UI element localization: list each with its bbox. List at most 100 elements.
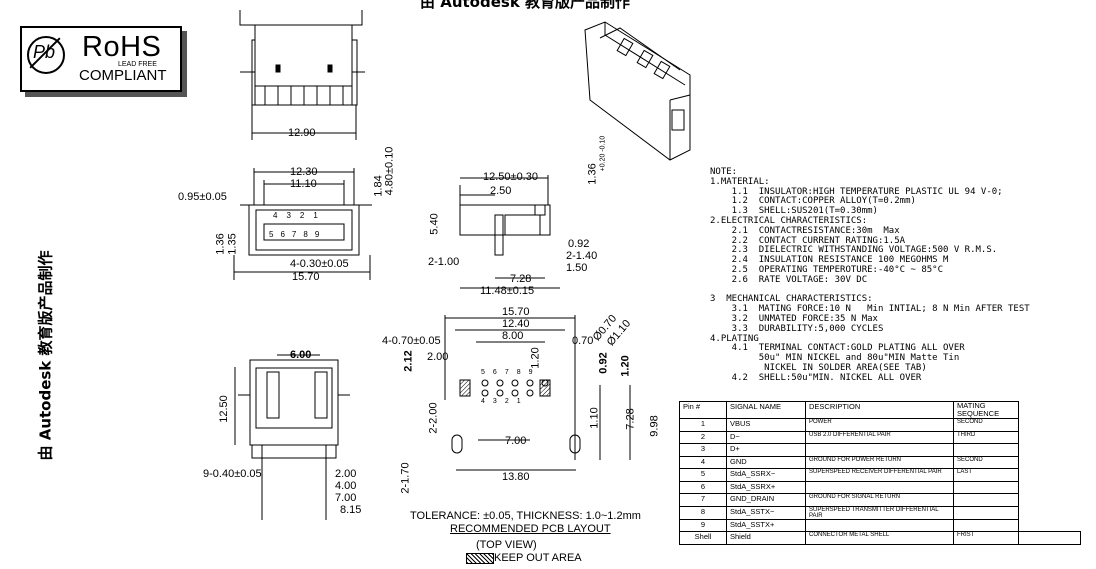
table-cell [953, 505, 1019, 520]
dim-label: 2-1.70 [399, 462, 412, 494]
table-cell: FRIST [953, 531, 1019, 545]
pcb-layout-title: RECOMMENDED PCB LAYOUT [450, 523, 611, 535]
table-cell: POWER [805, 418, 954, 432]
column-header: DESCRIPTION [805, 401, 954, 419]
pin-number: 9 [314, 230, 327, 239]
dim-label: 11.10 [290, 178, 317, 190]
pcb-pin-numbers-bottom: 4321 [481, 398, 529, 405]
note-line: 1.1 INSULATOR:HIGH TEMPERATURE PLASTIC U… [710, 186, 1003, 197]
note-line: 2.1 CONTACTRESISTANCE:30m Max [710, 225, 900, 236]
isometric-view [584, 21, 691, 161]
pcb-pin-number: 4 [481, 398, 493, 405]
table-cell: 6 [679, 480, 727, 494]
table-header-row: Pin # SIGNAL NAME DESCRIPTION MATING SEQ… [679, 401, 1081, 419]
dim-label: 1.10 [588, 407, 601, 429]
column-header: Pin # [679, 401, 727, 419]
keep-out-label: KEEP OUT AREA [494, 552, 582, 564]
notes: NOTE:1.MATERIAL: 1.1 INSULATOR:HIGH TEMP… [710, 167, 1030, 384]
table-cell: StdA_SSRX+ [726, 480, 806, 494]
dim-label: 0.70 [572, 335, 594, 347]
dim-label: 15.70 [292, 271, 320, 283]
dim-label: 7.00 [335, 492, 357, 504]
note-line: 1.2 CONTACT:COPPER ALLOY(T=0.2mm) [710, 196, 916, 207]
note-line: 3 MECHANICAL CHARACTERISTICS: [710, 294, 873, 305]
table-cell: USB 2.0 DIFFERENTIAL PAIR [805, 430, 954, 444]
table-cell: StdA_SSTX− [726, 505, 806, 520]
table-cell [953, 443, 1019, 457]
pin-number: 3 [286, 211, 300, 220]
note-line: 3.2 UNMATED FORCE:35 N Max [710, 313, 878, 324]
dim-label: 12.50±0.30 [483, 171, 538, 183]
hatch-swatch-icon [466, 552, 494, 564]
dim-label: 13.80 [502, 471, 530, 483]
dim-label: 2.50 [490, 185, 512, 197]
pcb-pin-number: 9 [528, 369, 541, 376]
pin-number: 2 [299, 211, 314, 220]
top-view-label: (TOP VIEW) [476, 539, 537, 551]
dim-label: 2.12 [402, 350, 415, 372]
pin-number: 5 [269, 230, 281, 239]
rohs-lead-free: LEAD FREE [118, 61, 157, 68]
table-cell [805, 518, 954, 532]
dim-label: 2-1.40 [566, 250, 598, 262]
rohs-compliant: COMPLIANT [79, 67, 167, 84]
pin-number: 6 [280, 230, 292, 239]
column-header: SIGNAL NAME [726, 401, 806, 419]
dim-label: 9-0.40±0.05 [203, 468, 262, 480]
table-cell: GND_DRAIN [726, 493, 806, 507]
dim-label: 1.35 [226, 233, 239, 255]
dim-label: 9.98 [648, 415, 661, 437]
dim-label: 12.50 [217, 395, 230, 423]
dim-label: 4-0.70±0.05 [382, 335, 441, 347]
dim-label: 6.00 [290, 349, 312, 361]
pin-numbers-top: 4321 [273, 211, 327, 220]
table-cell: 7 [679, 493, 727, 507]
dim-label: 11.48±0.15 [480, 285, 535, 297]
table-cell: VBUS [726, 418, 806, 432]
table-cell: GND [726, 455, 806, 469]
table-cell: 4 [679, 455, 727, 469]
pin-number: 1 [313, 211, 327, 220]
table-cell: SUPERSPEED TRANSMITTER DIFFERENTIAL PAIR [805, 505, 954, 520]
table-cell: GROUND FOR SIGNAL RETURN [805, 493, 954, 507]
pcb-pin-number: 6 [492, 369, 505, 376]
pin-number: 8 [303, 230, 315, 239]
table-cell [953, 480, 1019, 494]
pcb-pin-number: 3 [492, 398, 505, 405]
dim-label: 15.70 [502, 306, 530, 318]
table-cell: SUPERSPEED RECEIVER DIFFERENTIAL PAIR [805, 468, 954, 482]
table-cell: GROUND FOR POWER RETURN [805, 455, 954, 469]
dim-label: 0.95±0.05 [178, 191, 227, 203]
dim-label: 8.15 [340, 504, 362, 516]
dim-label: 1.36 [214, 233, 227, 255]
pcb-pin-number: 2 [504, 398, 517, 405]
table-cell: StdA_SSRX− [726, 468, 806, 482]
table-cell: SECOND [953, 455, 1019, 469]
dim-label: 2-1.00 [428, 256, 460, 268]
table-cell [805, 480, 954, 494]
keep-out-legend: KEEP OUT AREA [466, 552, 582, 564]
dim-label: 1.36 [586, 163, 599, 185]
table-cell: D− [726, 430, 806, 444]
front-view-top [239, 10, 365, 140]
pin-number: 7 [291, 230, 304, 239]
table-cell: CONNECTOR METAL SHELL [805, 531, 954, 545]
table-cell [953, 493, 1019, 507]
note-line: NOTE: [710, 167, 738, 177]
dim-label: 7.28 [510, 273, 532, 285]
note-line: 2.3 DIELECTRIC WITHSTANDING VOLTAGE:500 … [710, 245, 998, 256]
table-cell [805, 443, 954, 457]
pcb-pin-number: 1 [516, 398, 529, 405]
table-cell: 3 [679, 443, 727, 457]
dim-label: 0.92 [568, 238, 590, 250]
note-line: 2.5 OPERATING TEMPEROTURE:-40°C ~ 85°C [710, 264, 943, 275]
pin-assignment-table: Pin # SIGNAL NAME DESCRIPTION MATING SEQ… [679, 401, 1081, 545]
rohs-title: RoHS [82, 31, 162, 63]
pcb-layout [444, 315, 631, 471]
dim-label: 8.00 [502, 330, 524, 342]
pcb-pin-number: 5 [481, 369, 493, 376]
note-line: 4.1 TERMINAL CONTACT:GOLD PLATING ALL OV… [710, 343, 965, 354]
watermark-top: 由 Autodesk 教育版产品制作 [420, 0, 631, 11]
